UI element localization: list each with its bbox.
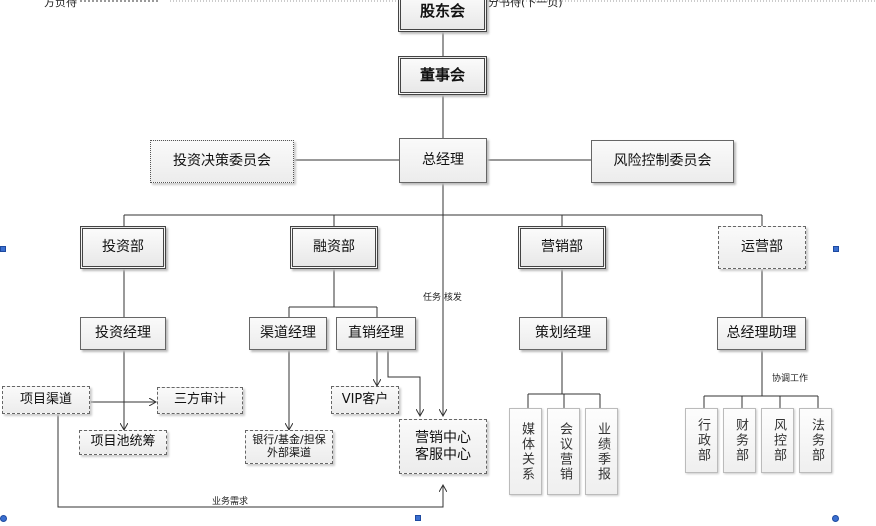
admin-dept-node[interactable]: 行政部 <box>685 408 718 473</box>
direct-sales-manager-node[interactable]: 直销经理 <box>336 317 416 350</box>
header-fragment-right: 分书待(下一页) <box>488 0 563 9</box>
external-channel-node[interactable]: 银行/基金/担保 外部渠道 <box>245 430 333 464</box>
resize-handle-bottom-left[interactable] <box>0 515 7 522</box>
service-center-node[interactable]: 营销中心 客服中心 <box>399 419 487 474</box>
resize-handle-bottom[interactable] <box>415 515 421 521</box>
business-demand-label: 业务需求 <box>212 497 249 507</box>
coordination-label: 协调工作 <box>772 374 809 384</box>
risk-control-dept-node[interactable]: 风控部 <box>761 408 794 473</box>
project-channel-node[interactable]: 项目渠道 <box>2 386 90 414</box>
conference-marketing-node[interactable]: 会议营销 <box>547 408 580 495</box>
task-dispatch-label: 任务 核发 <box>423 293 462 303</box>
vip-client-node[interactable]: VIP客户 <box>331 386 399 414</box>
investment-dept-node[interactable]: 投资部 <box>80 226 166 269</box>
investment-manager-node[interactable]: 投资经理 <box>80 317 166 350</box>
board-node[interactable]: 董事会 <box>398 56 487 95</box>
investment-committee-node[interactable]: 投资决策委员会 <box>150 140 294 183</box>
third-party-audit-node[interactable]: 三方审计 <box>157 387 243 414</box>
performance-report-node[interactable]: 业绩季报 <box>585 408 618 495</box>
media-relations-node[interactable]: 媒体关系 <box>509 408 542 495</box>
operations-dept-node[interactable]: 运营部 <box>718 226 806 269</box>
channel-manager-node[interactable]: 渠道经理 <box>249 317 327 350</box>
resize-handle-bottom-right[interactable] <box>832 515 839 522</box>
general-manager-node[interactable]: 总经理 <box>399 138 487 183</box>
finance-dept-node[interactable]: 财务部 <box>723 408 756 473</box>
header-fragment-left: 方负待 <box>44 0 77 9</box>
marketing-dept-node[interactable]: 营销部 <box>518 226 606 269</box>
risk-committee-node[interactable]: 风险控制委员会 <box>591 140 734 183</box>
financing-dept-node[interactable]: 融资部 <box>290 226 378 269</box>
gm-assistant-node[interactable]: 总经理助理 <box>717 317 806 350</box>
resize-handle-right[interactable] <box>833 246 839 252</box>
shareholders-node[interactable]: 股东会 <box>398 0 487 32</box>
project-pool-node[interactable]: 项目池统筹 <box>79 430 167 455</box>
legal-dept-node[interactable]: 法务部 <box>799 408 832 473</box>
planning-manager-node[interactable]: 策划经理 <box>519 317 607 350</box>
resize-handle-left[interactable] <box>0 246 6 252</box>
